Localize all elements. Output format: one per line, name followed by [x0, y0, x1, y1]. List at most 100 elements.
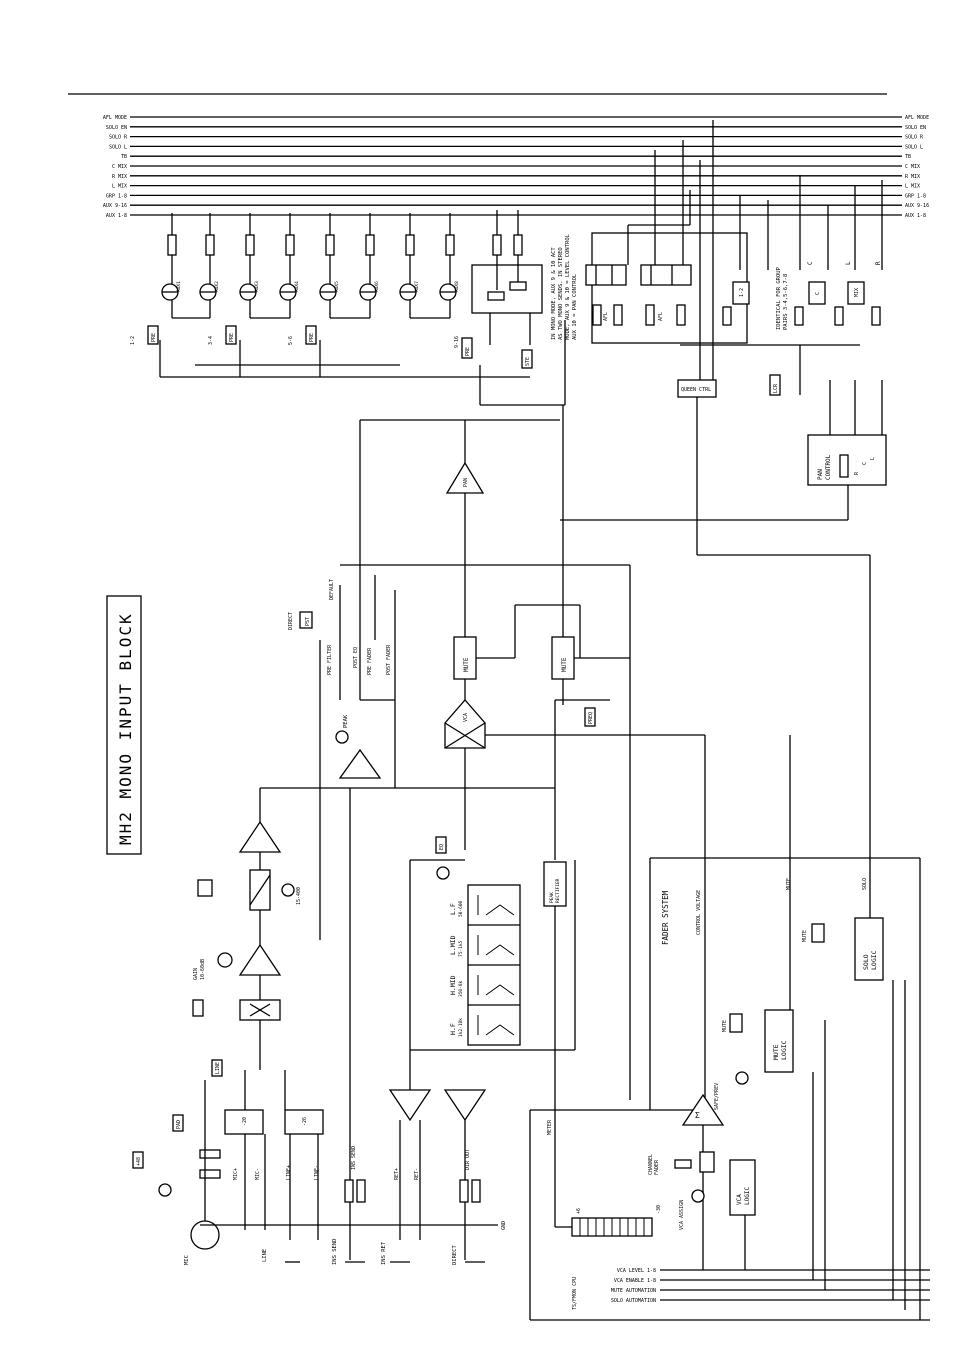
svg-text:MIX: MIX	[854, 288, 860, 297]
pre-switch[interactable]	[305, 325, 317, 345]
svg-text:+48: +48	[136, 1157, 142, 1166]
bus-label-left: TB	[121, 154, 127, 160]
eq-band-name: L.F	[449, 903, 457, 915]
svg-text:PAD: PAD	[176, 1120, 182, 1129]
svg-text:-20: -20	[242, 1117, 248, 1126]
ste-switch[interactable]	[521, 349, 533, 369]
svg-text:L: L	[870, 457, 876, 460]
svg-text:PEAK RECTIFIER: PEAK RECTIFIER	[549, 878, 561, 903]
svg-text:RET-: RET-	[414, 1168, 420, 1180]
direct-pst-switch[interactable]	[299, 611, 313, 629]
svg-text:PRE: PRE	[465, 347, 471, 356]
pre-switch-9-16[interactable]	[461, 337, 473, 359]
vca-block	[444, 699, 486, 749]
aux-9-10-pan-box	[471, 264, 543, 314]
aux-pair-label: 9-16	[454, 336, 460, 348]
svg-text:EQ: EQ	[439, 844, 445, 850]
svg-text:MUTE: MUTE	[802, 930, 808, 942]
bus-label-left: AFL MODE	[103, 115, 127, 121]
svg-text:L: L	[845, 261, 852, 265]
svg-text:PRE FILTER: PRE FILTER	[327, 644, 333, 675]
eq-band-range: 75-1k5	[458, 940, 464, 957]
vca-logic-box	[729, 1159, 756, 1216]
gain-knob-icon[interactable]	[217, 952, 233, 968]
eq-led-icon	[436, 866, 450, 880]
cpu-line-label: VCA LEVEL 1-8	[617, 1268, 656, 1274]
aux-resistor	[365, 234, 375, 256]
svg-text:PEAK: PEAK	[343, 714, 349, 728]
line-switch[interactable]	[211, 1059, 223, 1077]
hpf-knob-icon[interactable]	[281, 883, 295, 897]
svg-text:PREQ: PREQ	[588, 712, 594, 724]
eq-band-range: 50-600	[458, 900, 464, 917]
mute-switch[interactable]	[729, 1013, 743, 1033]
svg-text:VCA ASSIGN: VCA ASSIGN	[679, 1200, 685, 1230]
aux-resistor	[405, 234, 415, 256]
svg-text:15-400: 15-400	[296, 887, 302, 905]
gain-label: GAIN 10-60dB	[193, 959, 206, 980]
svg-text:-26: -26	[302, 1117, 308, 1126]
svg-text:C: C	[815, 292, 821, 295]
title-text: MH2 MONO INPUT BLOCK	[116, 612, 135, 845]
bus-label-right: SOLO EN	[905, 125, 926, 131]
phase-switch[interactable]	[192, 999, 204, 1017]
aux-label: AUX6	[374, 281, 380, 292]
solo-switch[interactable]	[811, 923, 825, 943]
group-note: IDENTICAL FOR GROUP PAIRS 3-4,5-6,7-8	[776, 264, 789, 330]
svg-text:LINE+: LINE+	[286, 1165, 292, 1180]
svg-text:STE: STE	[525, 357, 531, 366]
eq-band-range: 350-8k	[458, 980, 464, 997]
svg-text:R: R	[875, 261, 882, 265]
cpu-line-label: VCA ENABLE 1-8	[614, 1278, 656, 1284]
bus-label-right: TB	[905, 154, 911, 160]
svg-text:TS/FMON CPU: TS/FMON CPU	[572, 1277, 578, 1310]
svg-text:-30: -30	[656, 1205, 662, 1214]
phantom-48-switch[interactable]	[132, 1151, 144, 1169]
bus-label-left: SOLO R	[109, 135, 128, 141]
svg-text:DIRECT: DIRECT	[288, 612, 294, 630]
pre-switch[interactable]	[147, 325, 159, 345]
vca-assign-switch[interactable]	[699, 1151, 715, 1173]
svg-text:LINE: LINE	[262, 1249, 268, 1262]
group-section: AFL AFL QUEEN CTRL 1-2 C MIX IDENTICAL F…	[560, 120, 887, 880]
bus-label-left: AUX 1-8	[106, 213, 127, 219]
eq-switch[interactable]	[435, 836, 447, 854]
svg-text:DIRECT: DIRECT	[452, 1244, 458, 1265]
hpf-switch[interactable]	[197, 879, 213, 897]
svg-text:SOLO: SOLO	[862, 878, 868, 890]
bus-label-left: AUX 9-16	[103, 203, 127, 209]
svg-text:AFL: AFL	[658, 312, 664, 321]
pad-switch[interactable]	[172, 1114, 184, 1132]
aux-label: AUX2	[214, 281, 220, 292]
svg-text:RET+: RET+	[394, 1168, 400, 1180]
channel-fader[interactable]	[674, 1159, 692, 1169]
peak-amp	[338, 748, 382, 779]
aux-pair-label: 5-6	[288, 336, 294, 345]
svg-text:POST FADER: POST FADER	[386, 644, 392, 675]
eq-band-range: 1k2-18k	[458, 1018, 464, 1037]
main-signal-path: PAN MUTE MUTE PREQ VCA PEAK	[132, 405, 706, 1265]
svg-text:LINE-: LINE-	[314, 1165, 320, 1180]
aux-resistor	[245, 234, 255, 256]
svg-text:MIC-: MIC-	[255, 1168, 261, 1180]
lcr-switch[interactable]	[769, 374, 781, 396]
svg-text:MIC: MIC	[184, 1255, 190, 1265]
aux-label: AUX4	[294, 281, 300, 292]
svg-text:MIC+: MIC+	[233, 1168, 239, 1180]
mic-minus20-block	[224, 1109, 264, 1135]
gain-amp	[238, 943, 282, 976]
bus-label-left: SOLO EN	[106, 125, 127, 131]
svg-text:MUTE: MUTE	[786, 878, 792, 890]
bus-label-right: AFL MODE	[905, 115, 929, 121]
bus-label-right: R MIX	[905, 174, 920, 180]
preq-switch[interactable]	[584, 707, 596, 727]
aux-label: AUX8	[454, 281, 460, 292]
bus-label-right: SOLO L	[905, 144, 923, 150]
pre-switch[interactable]	[225, 325, 237, 345]
svg-text:Σ: Σ	[695, 1111, 700, 1120]
svg-text:VCA: VCA	[463, 713, 469, 722]
svg-text:PRE: PRE	[309, 333, 315, 342]
